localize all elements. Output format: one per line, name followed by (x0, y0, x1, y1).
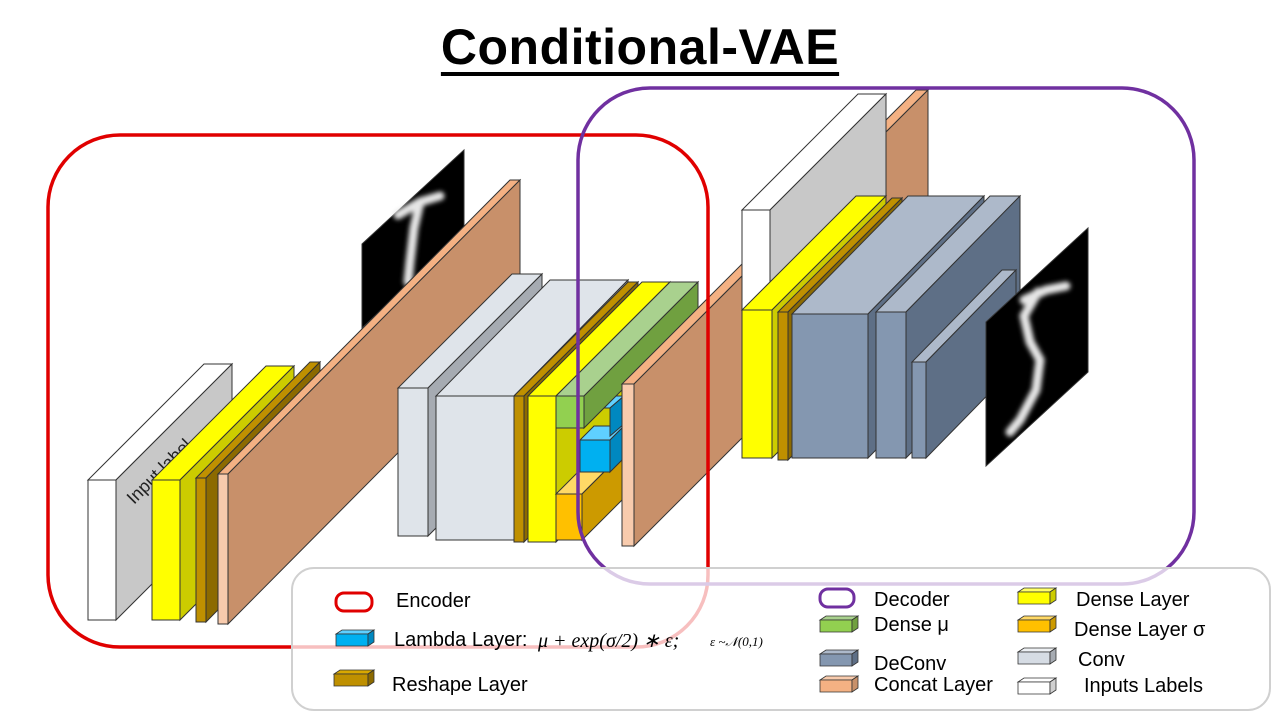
output-digit-image (985, 226, 1089, 468)
legend-concat-label: Concat Layer (874, 674, 993, 696)
legend-inputs-labels-swatch (1016, 677, 1058, 695)
legend-encoder-label: Encoder (396, 590, 471, 612)
legend-dense-swatch (1016, 587, 1058, 605)
legend-decoder-label: Decoder (874, 589, 950, 611)
legend-conv-label: Conv (1078, 649, 1125, 671)
legend-encoder-swatch (334, 591, 374, 613)
legend-lambda-label: Lambda Layer: (394, 629, 528, 651)
legend-lambda-noise: ε ~𝒩(0,1) (710, 634, 763, 649)
legend-inputs-labels-label: Inputs Labels (1084, 675, 1203, 697)
input-digit-image (361, 148, 465, 330)
legend-dense-mu-swatch (818, 615, 860, 633)
legend-dense-sigma-label: Dense Layer σ (1074, 619, 1206, 641)
legend-lambda-formula: μ + exp(σ/2) ∗ ε; (538, 630, 680, 652)
legend-reshape-swatch (332, 669, 376, 687)
legend-conv-swatch (1016, 647, 1058, 665)
legend-dense-sigma-swatch (1016, 615, 1058, 633)
legend-decoder-swatch (818, 587, 856, 609)
legend-lambda-swatch (334, 629, 376, 647)
legend-dense-label: Dense Layer (1076, 589, 1190, 611)
diagram-title: Conditional-VAE (440, 19, 840, 75)
legend-concat-swatch (818, 675, 860, 693)
legend-reshape-label: Reshape Layer (392, 674, 528, 696)
legend-deconv-label: DeConv (874, 653, 947, 675)
legend-deconv-swatch (818, 649, 860, 667)
legend-dense-mu-label: Dense μ (874, 614, 949, 636)
